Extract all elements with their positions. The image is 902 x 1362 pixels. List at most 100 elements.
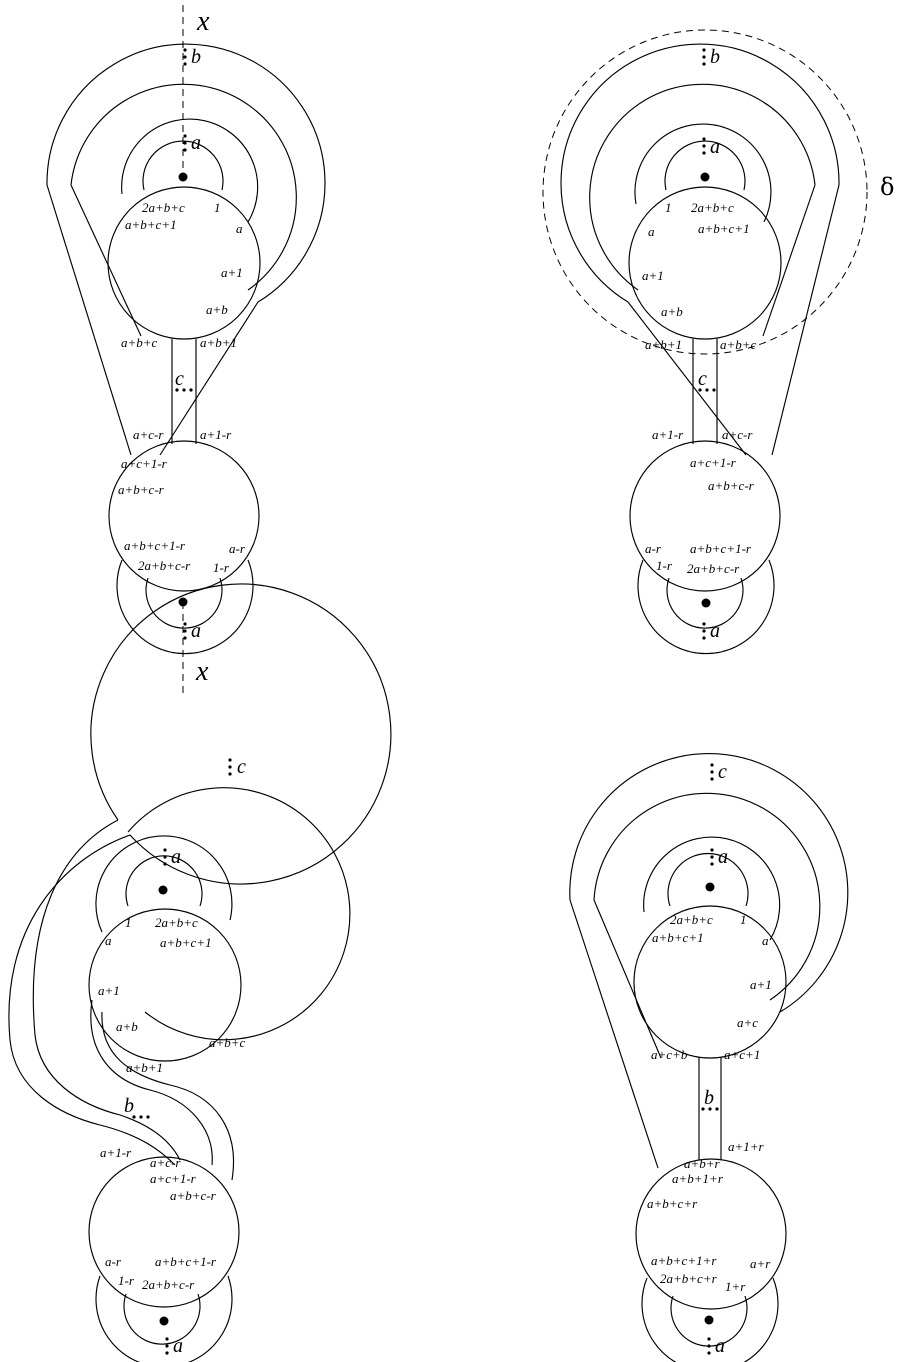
- label-lower-1: a+1-r: [100, 1145, 132, 1160]
- lower-disk: [629, 440, 781, 592]
- label-upper-8: a+b+1: [126, 1060, 163, 1075]
- band-inner: [127, 787, 351, 1041]
- label-upper-4: a+b+c+1: [160, 935, 212, 950]
- label-lower-2: a+b+c-r: [708, 478, 755, 493]
- ring-lower-outer: [116, 559, 254, 655]
- label-upper-3: a: [105, 933, 112, 948]
- label-stem-top-right: a+c+1: [724, 1047, 760, 1062]
- label-lower-2: a+c-r: [150, 1155, 181, 1170]
- band-left-outer: [46, 184, 132, 456]
- label-upper-1: 1: [125, 915, 132, 930]
- panel-bottom-right: c a a b 2a+b+c 1 a+b+c+1 a a+1 a+c a+c+b…: [569, 753, 849, 1362]
- axis-label-bottom: x: [195, 656, 209, 687]
- label-lower-4: a+b+c+1+r: [651, 1253, 717, 1268]
- label-upper-6: a+c: [737, 1015, 758, 1030]
- label-lower-1: a+b+r: [684, 1156, 721, 1171]
- label-stem-bottom-left: a+1-r: [652, 427, 684, 442]
- label-lower-6: 2a+b+c+r: [660, 1271, 718, 1286]
- strand-dots-a-bottom: [702, 622, 706, 640]
- label-lower-3: a-r: [645, 541, 662, 556]
- ring-upper-inner: [142, 140, 224, 191]
- strand-dots-b: [702, 48, 706, 66]
- ring-lower-outer: [641, 1277, 779, 1362]
- label-upper-5: a+1: [221, 265, 243, 280]
- label-band-b: b: [191, 46, 201, 68]
- ring-upper-outer: [634, 123, 772, 223]
- panel-top-left: x x b a a c: [46, 5, 326, 695]
- label-stem-c: c: [698, 368, 707, 390]
- band-outer: [560, 43, 840, 456]
- label-upper-2: 2a+b+c: [691, 200, 734, 215]
- label-lower-5: a-r: [105, 1254, 122, 1269]
- lower-disk: [88, 1156, 240, 1308]
- label-upper-1: 1: [665, 200, 672, 215]
- band-inner-upper: [593, 792, 821, 1001]
- ring-lower-inner: [666, 577, 744, 629]
- ring-lower-outer: [637, 559, 775, 655]
- puncture-lower: [701, 598, 711, 608]
- band-outer: [8, 583, 392, 1166]
- label-lower-1: a+c+1-r: [121, 456, 168, 471]
- strand-dots-a-bottom: [165, 1337, 169, 1355]
- band-left-outer: [569, 899, 659, 1169]
- puncture-upper: [178, 172, 188, 182]
- upper-disk: [628, 186, 782, 340]
- puncture-upper: [705, 882, 715, 892]
- label-upper-4: a+b+c+1: [698, 221, 750, 236]
- ring-lower-inner: [123, 1293, 201, 1345]
- strand-dots-b: [701, 1107, 719, 1111]
- strand-dots-c: [228, 758, 232, 776]
- label-lower-1: a+c+1-r: [690, 455, 737, 470]
- label-upper-3: a+b+c+1: [652, 930, 704, 945]
- strand-b-outer: [90, 999, 213, 1166]
- band-left-inner: [70, 184, 142, 337]
- strand-dots-c: [175, 388, 193, 392]
- band-outer: [46, 43, 326, 456]
- label-band-b: b: [710, 46, 720, 68]
- upper-disk: [107, 186, 261, 340]
- band-inner-upper: [589, 83, 816, 291]
- label-lower-5: 1-r: [656, 558, 673, 573]
- label-upper-6: a+b: [116, 1019, 138, 1034]
- label-upper-1: 2a+b+c: [142, 200, 185, 215]
- label-lower-6: 1-r: [213, 560, 230, 575]
- label-stem-top-left: a+c+b: [651, 1047, 688, 1062]
- label-upper-5: a+1: [750, 977, 772, 992]
- strand-dots-c: [698, 388, 716, 392]
- axis-label-top: x: [196, 6, 210, 37]
- label-band-c: c: [718, 761, 727, 783]
- label-stem-bottom-left: a+c-r: [133, 427, 164, 442]
- label-ring-a-top: a: [710, 136, 720, 158]
- label-lower-6: 2a+b+c-r: [687, 561, 740, 576]
- strand-dots-c: [710, 763, 714, 781]
- ring-upper-outer: [121, 118, 259, 223]
- label-lower-5: 2a+b+c-r: [138, 558, 191, 573]
- label-ring-a-bottom: a: [710, 620, 720, 642]
- label-upper-7: a+b+c: [209, 1035, 246, 1050]
- label-lower-3: a+c+1-r: [150, 1171, 197, 1186]
- label-upper-1: 2a+b+c: [670, 912, 713, 927]
- lower-disk: [108, 440, 260, 592]
- puncture-lower: [704, 1315, 714, 1325]
- band-outer: [569, 753, 849, 1013]
- label-delta: δ: [880, 173, 894, 201]
- puncture-upper: [158, 885, 168, 895]
- label-lower-5: a+r: [750, 1256, 771, 1271]
- label-lower-4: a+b+c+1-r: [690, 541, 752, 556]
- strand-dots-b: [132, 1115, 150, 1119]
- label-stem-b: b: [124, 1095, 134, 1117]
- strand-dots-a-bottom: [183, 622, 187, 640]
- ring-upper-outer: [643, 836, 781, 941]
- label-stem-c: c: [175, 368, 184, 390]
- lower-disk: [635, 1158, 787, 1310]
- label-ring-a-bottom: a: [715, 1335, 725, 1357]
- strand-dots-a-top: [702, 137, 706, 155]
- strand-dots-a-top: [183, 134, 187, 152]
- label-upper-2: 2a+b+c: [155, 915, 198, 930]
- band-right-outer: [771, 184, 840, 456]
- ring-upper-inner: [664, 140, 746, 191]
- strand-b-inner: [101, 1011, 234, 1181]
- label-stem-top-left: a+b+1: [645, 337, 682, 352]
- label-lower-6: a+b+c+1-r: [155, 1254, 217, 1269]
